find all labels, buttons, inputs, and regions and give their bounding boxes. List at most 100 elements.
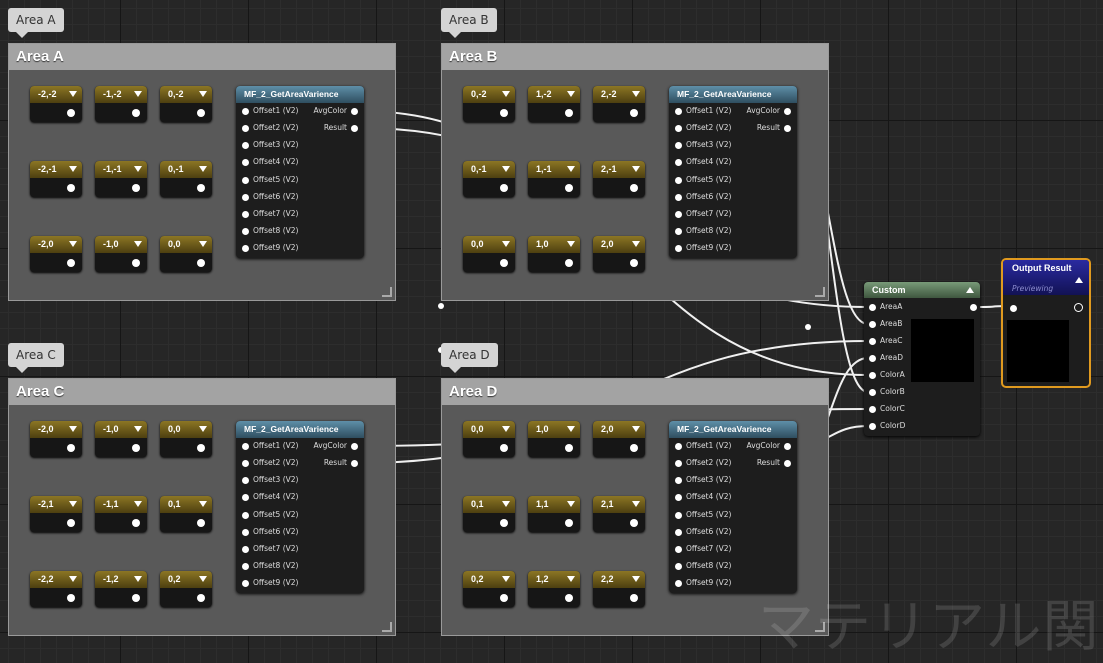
input-pin-icon[interactable] — [869, 303, 876, 311]
input-pin-icon[interactable] — [242, 562, 249, 570]
constant-node-header[interactable]: 1,-2 — [528, 86, 580, 103]
input-pin-icon[interactable] — [242, 493, 249, 501]
output-pin-icon[interactable] — [784, 442, 791, 450]
custom-input-pin[interactable]: ColorC — [869, 403, 905, 415]
constant-node-header[interactable]: -1,-2 — [95, 86, 147, 103]
function-output-pin[interactable]: AvgColor — [747, 105, 791, 117]
dropdown-triangle-icon[interactable] — [502, 576, 510, 582]
function-input-pin[interactable]: Offset8 (V2) — [242, 560, 298, 572]
constant-node[interactable]: 0,0 — [463, 236, 515, 272]
input-pin-icon[interactable] — [242, 545, 249, 553]
constant-node-header[interactable]: 0,1 — [160, 496, 212, 513]
comment-header-area-c[interactable]: Area C — [9, 379, 395, 405]
constant-node[interactable]: 2,0 — [593, 421, 645, 457]
constant-node[interactable]: 1,1 — [528, 496, 580, 532]
function-input-pin[interactable]: Offset9 (V2) — [242, 242, 298, 254]
comment-header-area-b[interactable]: Area B — [442, 44, 828, 70]
output-pin-icon[interactable] — [197, 109, 205, 117]
constant-node[interactable]: -1,0 — [95, 236, 147, 272]
function-input-pin[interactable]: Offset6 (V2) — [242, 191, 298, 203]
function-input-pin[interactable]: Offset2 (V2) — [242, 457, 298, 469]
constant-node-header[interactable]: 2,-2 — [593, 86, 645, 103]
input-pin-icon[interactable] — [675, 107, 682, 115]
constant-node-header[interactable]: 0,-1 — [160, 161, 212, 178]
dropdown-triangle-icon[interactable] — [567, 241, 575, 247]
output-pin-icon[interactable] — [132, 184, 140, 192]
dropdown-triangle-icon[interactable] — [567, 426, 575, 432]
dropdown-triangle-icon[interactable] — [502, 426, 510, 432]
resize-grip-icon[interactable] — [815, 287, 825, 297]
collapse-icon[interactable] — [966, 287, 974, 293]
constant-node[interactable]: 2,0 — [593, 236, 645, 272]
output-result-header[interactable]: Output Result Previewing — [1003, 260, 1089, 295]
constant-node[interactable]: 2,2 — [593, 571, 645, 607]
constant-node[interactable]: -2,0 — [30, 421, 82, 457]
constant-node-header[interactable]: 0,2 — [463, 571, 515, 588]
constant-node-header[interactable]: -2,0 — [30, 236, 82, 253]
resize-grip-icon[interactable] — [382, 622, 392, 632]
custom-input-pin[interactable]: AreaB — [869, 318, 902, 330]
constant-node-header[interactable]: 0,-2 — [160, 86, 212, 103]
function-input-pin[interactable]: Offset2 (V2) — [242, 122, 298, 134]
input-pin-icon[interactable] — [675, 493, 682, 501]
constant-node[interactable]: 0,0 — [463, 421, 515, 457]
function-input-pin[interactable]: Offset4 (V2) — [675, 156, 731, 168]
function-input-pin[interactable]: Offset8 (V2) — [242, 225, 298, 237]
constant-node-header[interactable]: -2,-2 — [30, 86, 82, 103]
dropdown-triangle-icon[interactable] — [502, 241, 510, 247]
output-pin-icon[interactable] — [197, 184, 205, 192]
output-pin-icon[interactable] — [500, 594, 508, 602]
input-pin-icon[interactable] — [869, 388, 876, 396]
output-pin-icon[interactable] — [132, 259, 140, 267]
input-pin-icon[interactable] — [675, 141, 682, 149]
constant-node-header[interactable]: 0,0 — [160, 236, 212, 253]
function-input-pin[interactable]: Offset4 (V2) — [242, 491, 298, 503]
material-function-header[interactable]: MF_2_GetAreaVarience — [669, 86, 797, 103]
input-pin-icon[interactable] — [869, 337, 876, 345]
function-output-pin[interactable]: AvgColor — [747, 440, 791, 452]
constant-node[interactable]: 1,0 — [528, 421, 580, 457]
dropdown-triangle-icon[interactable] — [502, 501, 510, 507]
input-pin-icon[interactable] — [675, 210, 682, 218]
function-input-pin[interactable]: Offset9 (V2) — [675, 242, 731, 254]
dropdown-triangle-icon[interactable] — [632, 576, 640, 582]
constant-node-header[interactable]: -2,0 — [30, 421, 82, 438]
constant-node[interactable]: -1,1 — [95, 496, 147, 532]
input-pin-icon[interactable] — [242, 210, 249, 218]
function-input-pin[interactable]: Offset4 (V2) — [242, 156, 298, 168]
custom-input-pin[interactable]: AreaA — [869, 301, 902, 313]
function-input-pin[interactable]: Offset6 (V2) — [242, 526, 298, 538]
constant-node-header[interactable]: -1,2 — [95, 571, 147, 588]
output-pin-icon[interactable] — [500, 444, 508, 452]
input-pin-icon[interactable] — [675, 562, 682, 570]
dropdown-triangle-icon[interactable] — [199, 576, 207, 582]
output-pin-icon[interactable] — [500, 519, 508, 527]
function-output-pin[interactable]: Result — [324, 457, 358, 469]
output-pin-icon[interactable] — [132, 109, 140, 117]
output-pin-icon[interactable] — [197, 259, 205, 267]
constant-node-header[interactable]: 0,0 — [160, 421, 212, 438]
output-pin-icon[interactable] — [565, 519, 573, 527]
output-pin-icon[interactable] — [67, 184, 75, 192]
constant-node[interactable]: -1,2 — [95, 571, 147, 607]
input-pin-icon[interactable] — [242, 459, 249, 467]
function-input-pin[interactable]: Offset7 (V2) — [675, 208, 731, 220]
input-pin-icon[interactable] — [869, 405, 876, 413]
constant-node[interactable]: 1,2 — [528, 571, 580, 607]
constant-node[interactable]: 0,-2 — [160, 86, 212, 122]
function-input-pin[interactable]: Offset5 (V2) — [242, 509, 298, 521]
input-pin-icon[interactable] — [242, 579, 249, 587]
output-pin-icon[interactable] — [565, 594, 573, 602]
comment-bubble-area-a[interactable]: Area A — [8, 8, 64, 38]
constant-node-header[interactable]: 2,-1 — [593, 161, 645, 178]
constant-node[interactable]: -2,0 — [30, 236, 82, 272]
output-pin-icon[interactable] — [197, 519, 205, 527]
output-pin-icon[interactable] — [67, 109, 75, 117]
output-pin-icon[interactable] — [351, 107, 358, 115]
comment-header-area-a[interactable]: Area A — [9, 44, 395, 70]
input-pin-icon[interactable] — [869, 354, 876, 362]
dropdown-triangle-icon[interactable] — [134, 91, 142, 97]
constant-node-header[interactable]: 1,-1 — [528, 161, 580, 178]
function-input-pin[interactable]: Offset8 (V2) — [675, 560, 731, 572]
output-pin-icon[interactable] — [500, 109, 508, 117]
